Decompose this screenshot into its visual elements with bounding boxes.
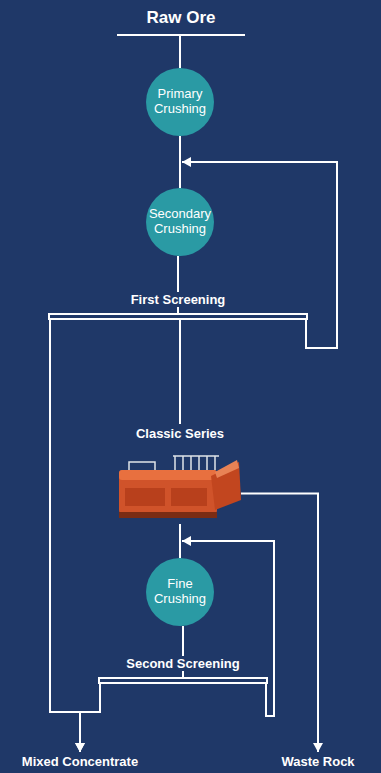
node-label: Waste Rock — [281, 754, 354, 769]
arrow-head — [75, 743, 85, 752]
screen-node: Second Screening — [98, 654, 268, 684]
output-node: Waste Rock — [281, 754, 354, 769]
screen-band — [98, 677, 268, 684]
process-label: Primary Crushing — [150, 87, 210, 117]
feed-bar — [117, 34, 245, 36]
input-node: Raw Ore — [117, 8, 245, 36]
flow-line — [179, 136, 181, 188]
arrow-head — [75, 743, 85, 752]
flow-line — [80, 684, 100, 752]
node-label: Raw Ore — [117, 8, 245, 28]
node-label: First Screening — [127, 292, 230, 307]
node-label: Mixed Concentrate — [22, 754, 138, 769]
node-label: Classic Series — [132, 426, 228, 441]
process-label: Fine Crushing — [150, 577, 210, 607]
flow-line — [179, 36, 181, 68]
output-node: Mixed Concentrate — [22, 754, 138, 769]
flow-connector — [180, 524, 181, 558]
flow-line — [50, 320, 80, 752]
arrow-head — [313, 743, 323, 752]
flow-line — [179, 320, 181, 424]
flow-connector — [241, 494, 323, 752]
process-circle: Secondary Crushing — [146, 188, 214, 256]
flow-connector — [180, 136, 181, 188]
flow-connector — [50, 320, 85, 752]
node-label: Second Screening — [122, 656, 243, 671]
screen-node: First Screening — [48, 290, 308, 320]
flow-connector — [75, 684, 100, 752]
arrow-head — [182, 536, 191, 546]
separator-node: Classic Series — [110, 424, 250, 524]
flow-connector — [180, 320, 181, 424]
separator-illustration — [115, 448, 245, 524]
process-circle: Fine Crushing — [146, 558, 214, 626]
arrow-head — [182, 157, 191, 167]
flow-line — [182, 162, 337, 348]
screen-band — [48, 313, 308, 320]
flow-connector — [180, 36, 181, 68]
flow-line — [241, 494, 318, 752]
process-circle: Primary Crushing — [146, 68, 214, 136]
flow-line — [179, 524, 181, 558]
process-label: Secondary Crushing — [149, 207, 211, 237]
